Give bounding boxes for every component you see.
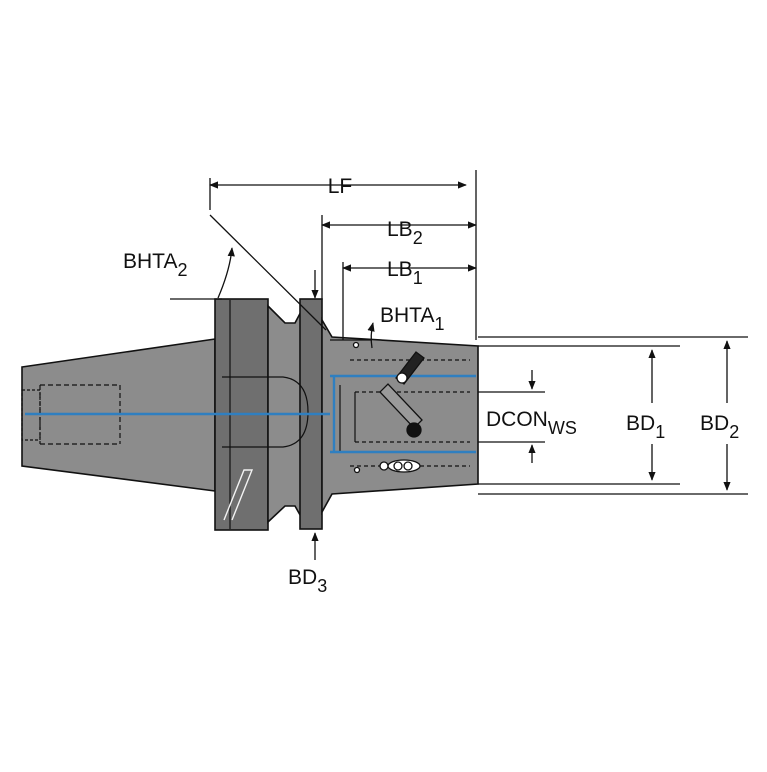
clamping-screws bbox=[352, 341, 425, 474]
screw-upper-head bbox=[396, 372, 408, 384]
label-dcon: DCONWS bbox=[486, 408, 577, 438]
dimension-labels: LF LB2 LB1 BHTA2 BHTA1 DCONWS BD1 BD2 BD… bbox=[123, 175, 739, 596]
screw-lower-head bbox=[406, 422, 422, 438]
label-bd2: BD2 bbox=[700, 412, 739, 442]
screw-lower bbox=[379, 383, 423, 429]
label-lf: LF bbox=[328, 175, 353, 198]
label-lb2: LB2 bbox=[387, 218, 423, 248]
holder-body bbox=[321, 317, 479, 516]
label-bhta1: BHTA1 bbox=[380, 304, 444, 334]
label-bd1: BD1 bbox=[626, 412, 665, 442]
label-bd3: BD3 bbox=[288, 566, 327, 596]
dimension-lines bbox=[170, 170, 748, 560]
label-lb1: LB1 bbox=[387, 258, 423, 288]
label-bhta2: BHTA2 bbox=[123, 250, 187, 280]
